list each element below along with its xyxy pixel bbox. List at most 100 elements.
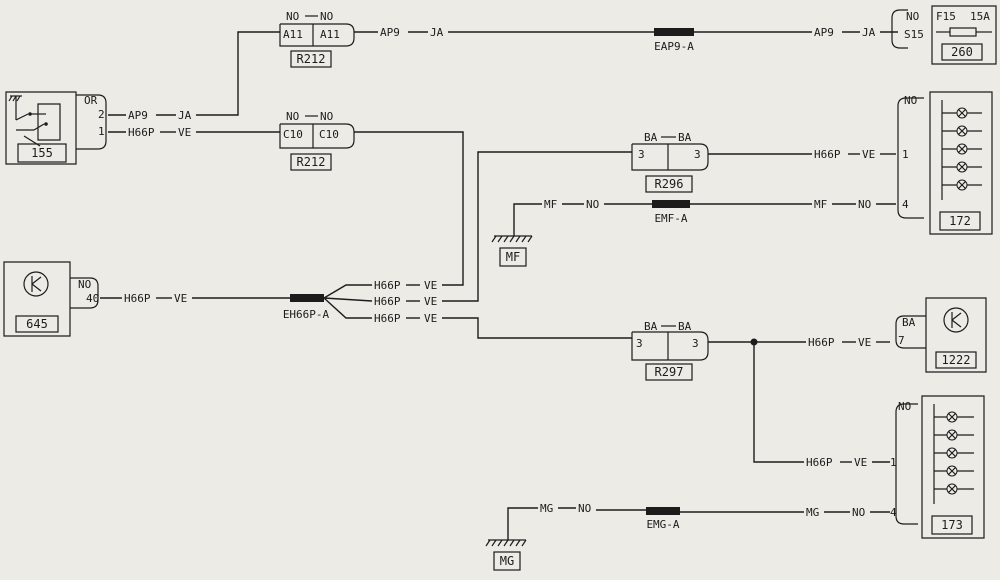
component-172: NO 1 4 172	[897, 91, 993, 235]
bulb-icon	[956, 107, 968, 119]
component-155-pin-color: OR	[84, 94, 98, 107]
wire-label-ja: JA	[430, 26, 444, 39]
wire-label-ja: JA	[862, 26, 876, 39]
splice-eh66p-label: EH66P-A	[283, 308, 330, 321]
connector-r297-left-color: BA	[644, 320, 658, 333]
component-645-ref: 645	[26, 317, 48, 331]
connector-r212-c10-right-color: NO	[320, 110, 333, 123]
ground-mg: MG	[485, 539, 527, 571]
wire-label-mg: MG	[806, 506, 819, 519]
splice-eh66p-marker	[290, 294, 324, 302]
wire-label-ve: VE	[424, 312, 437, 325]
wire-label-mf: MF	[544, 198, 557, 211]
connector-r212-a11-right-pin: A11	[320, 28, 340, 41]
connector-r296-ref: R296	[655, 177, 684, 191]
wire-label-ve: VE	[854, 456, 867, 469]
component-172-ref: 172	[949, 214, 971, 228]
wire-h66p-ve-645: H66P VE EH66P-A H66P VE H66P VE H66P VE	[100, 279, 437, 325]
connector-r297-left-pin: 3	[636, 337, 643, 350]
wire-ap9-ja-top: AP9 JA EAP9-A AP9 JA	[354, 26, 898, 53]
bulb-icon	[956, 179, 968, 191]
bulb-icon	[946, 483, 958, 495]
component-155-ref: 155	[31, 146, 53, 160]
connector-r212-a11: NO NO A11 A11 R212	[279, 10, 355, 68]
component-173-ref: 173	[941, 518, 963, 532]
wire-label-h66p: H66P	[374, 279, 401, 292]
wire-ap9-ja-155: AP9 JA	[108, 31, 280, 122]
wire-label-no: NO	[586, 198, 599, 211]
wire-r212-to-splice	[354, 131, 464, 286]
component-173-pin1: 1	[890, 456, 897, 469]
wire-h66p-ve-1222: H66P VE	[708, 336, 890, 349]
wire-label-ap9: AP9	[814, 26, 834, 39]
component-645-pin: 40	[86, 292, 99, 305]
component-155-pin1: 1	[98, 125, 105, 138]
fuse-icon	[949, 27, 977, 37]
wire-label-ja: JA	[178, 109, 192, 122]
lamp-icon	[943, 307, 969, 333]
component-155-pin2: 2	[98, 108, 105, 121]
connector-r297-ref: R297	[655, 365, 684, 379]
wire-label-h66p: H66P	[124, 292, 151, 305]
connector-r297-right-pin: 3	[692, 337, 699, 350]
bulb-icon	[956, 125, 968, 137]
wire-label-no: NO	[858, 198, 871, 211]
wire-h66p-ve-173: H66P VE	[753, 342, 890, 469]
component-173-pin4: 4	[890, 506, 897, 519]
component-1222: BA 7 1222	[895, 297, 987, 373]
component-173-pin-color: NO	[898, 400, 911, 413]
component-260-ref: 260	[951, 45, 973, 59]
lamp-icon	[23, 271, 49, 297]
connector-r212-c10-left-color: NO	[286, 110, 299, 123]
splice-emg-label: EMG-A	[646, 518, 679, 531]
component-260-fuse-id: F15	[936, 10, 956, 23]
splice-emf-label: EMF-A	[654, 212, 687, 225]
ground-mg-label: MG	[500, 554, 514, 568]
connector-r296-right-color: BA	[678, 131, 692, 144]
wire-label-h66p: H66P	[806, 456, 833, 469]
bulb-icon	[946, 447, 958, 459]
wire-label-no: NO	[578, 502, 591, 515]
connector-r297: BA BA 3 3 R297	[631, 320, 709, 381]
wire-label-h66p: H66P	[128, 126, 155, 139]
wire-label-ve: VE	[858, 336, 871, 349]
wire-label-h66p: H66P	[808, 336, 835, 349]
wire-label-ve: VE	[424, 279, 437, 292]
connector-r297-right-color: BA	[678, 320, 692, 333]
splice-eap9-label: EAP9-A	[654, 40, 694, 53]
component-173: NO 1 4 173	[890, 395, 985, 539]
bulb-icon	[946, 411, 958, 423]
connector-r212-a11-ref: R212	[297, 52, 326, 66]
component-155: 155 OR 2 1	[5, 91, 107, 165]
connector-r296: BA BA 3 3 R296	[631, 131, 709, 193]
connector-r212-a11-left-color: NO	[286, 10, 299, 23]
connector-r212-a11-right-color: NO	[320, 10, 333, 23]
wire-label-ve: VE	[424, 295, 437, 308]
ground-mf-label: MF	[506, 250, 520, 264]
component-260-pin: S15	[904, 28, 924, 41]
connector-r212-c10-ref: R212	[297, 155, 326, 169]
wire-label-ve: VE	[862, 148, 875, 161]
wire-label-mg: MG	[540, 502, 553, 515]
splice-emg-marker	[646, 507, 680, 515]
component-1222-pin: 7	[898, 334, 905, 347]
wire-label-h66p: H66P	[374, 295, 401, 308]
component-260: NO S15 F15 15A 260	[891, 5, 997, 65]
component-260-pin-color: NO	[906, 10, 919, 23]
component-172-pin-color: NO	[904, 94, 917, 107]
bulb-icon	[956, 161, 968, 173]
bulb-icon	[946, 429, 958, 441]
wire-splice-to-r297	[442, 317, 632, 339]
wire-mg-ground: MG NO EMG-A MG NO	[507, 502, 890, 540]
bulb-icon	[946, 465, 958, 477]
wire-label-no: NO	[852, 506, 865, 519]
wire-label-ve: VE	[178, 126, 191, 139]
ground-mf: MF	[491, 235, 533, 267]
component-172-pin1: 1	[902, 148, 909, 161]
splice-emf-marker	[652, 200, 690, 208]
wire-mf-ground: MF NO EMF-A MF NO	[513, 198, 896, 236]
component-645: 645 NO 40	[3, 261, 99, 337]
wire-splice-to-r296	[442, 151, 632, 302]
component-260-fuse-rating: 15A	[970, 10, 990, 23]
